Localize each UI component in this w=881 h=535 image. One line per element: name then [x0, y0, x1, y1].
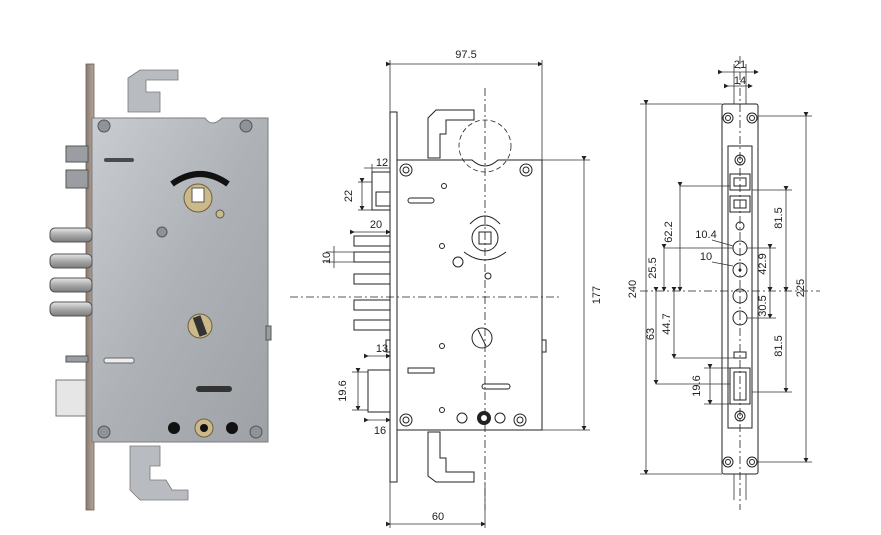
- front-drawing: 97.5 177 12 22 20 10 13 19.6 16: [290, 49, 603, 528]
- front-bottom-hook: [427, 431, 475, 483]
- front-cylinder-spindle: [478, 231, 492, 245]
- front-lower-latch: [367, 369, 391, 413]
- side-lower-latch-window: [729, 367, 751, 405]
- dim-30-5: 30.5: [757, 295, 769, 316]
- side-drawing: 21 14 240 63 25.5 62.2 44.7 10.4 10 42.9: [627, 56, 820, 510]
- photo-rivet: [97, 425, 111, 439]
- photo-rivet: [249, 425, 263, 439]
- front-slot: [407, 197, 435, 204]
- photo-upper-latch: [65, 145, 89, 163]
- photo-hole: [200, 424, 208, 432]
- photo-top-hook: [127, 69, 179, 113]
- dim-21: 21: [734, 59, 746, 71]
- front-top-hook: [427, 109, 475, 159]
- dim-10-4: 10.4: [695, 229, 716, 241]
- dim-10-small: 10: [700, 251, 712, 263]
- front-upper-latch: [371, 171, 391, 211]
- photo-cylinder-arc: [170, 171, 230, 187]
- photo-upper-latch: [65, 169, 89, 189]
- front-cylinder-arc: [469, 215, 501, 225]
- photo-rivet: [156, 226, 168, 238]
- dim-97-5: 97.5: [455, 49, 476, 61]
- dim-19-6: 19.6: [337, 380, 349, 401]
- dim-13: 13: [376, 343, 388, 355]
- dim-25-5: 25.5: [647, 257, 659, 278]
- dim-19-6-side: 19.6: [691, 375, 703, 396]
- side-case: [727, 145, 753, 429]
- side-latch-window: [729, 173, 751, 191]
- dim-63: 63: [645, 328, 657, 340]
- photo-rivet: [97, 119, 111, 133]
- dim-177: 177: [591, 286, 603, 304]
- dim-10: 10: [321, 252, 333, 264]
- photo-pin: [215, 209, 225, 219]
- front-slot: [407, 367, 435, 374]
- photo-slot: [196, 386, 232, 392]
- photo-hole: [226, 422, 238, 434]
- photo-rivet: [239, 119, 253, 133]
- dim-16: 16: [374, 425, 386, 437]
- dim-81-5-top: 81.5: [773, 207, 785, 228]
- photo-small-tab: [65, 355, 89, 363]
- dim-225: 225: [795, 279, 807, 297]
- photo-bolts: [49, 227, 93, 317]
- front-latch-hub: [471, 327, 493, 349]
- dim-81-5-bottom: 81.5: [773, 335, 785, 356]
- dim-62-2: 62.2: [663, 221, 675, 242]
- front-cylinder-hub: [471, 224, 499, 252]
- front-rivets: [399, 163, 533, 427]
- side-latch-window: [729, 195, 751, 213]
- dim-60: 60: [432, 511, 444, 523]
- side-faceplate: [721, 103, 759, 475]
- photo-latch-slot: [192, 315, 208, 337]
- photo-cylinder-spindle: [191, 187, 205, 203]
- dim-240: 240: [627, 280, 639, 298]
- dim-42-9: 42.9: [757, 253, 769, 274]
- front-top-circle: [458, 119, 512, 173]
- photo-bottom-hook: [129, 445, 189, 501]
- front-slot: [481, 383, 511, 390]
- photo-lock-body: [91, 117, 269, 443]
- front-case: [396, 159, 543, 431]
- photo-lower-latch: [55, 379, 87, 417]
- dim-12: 12: [376, 157, 388, 169]
- photo-hole: [168, 422, 180, 434]
- photo-slot: [104, 158, 134, 162]
- photo-slot: [103, 357, 135, 364]
- dim-44-7: 44.7: [661, 313, 673, 334]
- side-screws: [722, 112, 758, 468]
- lock-photo: [49, 63, 272, 511]
- dim-20: 20: [370, 219, 382, 231]
- dim-14: 14: [734, 75, 746, 87]
- photo-edge-tab: [265, 325, 272, 341]
- front-cylinder-arc-low: [463, 251, 507, 261]
- front-bolts: [353, 235, 391, 331]
- dim-22: 22: [343, 190, 355, 202]
